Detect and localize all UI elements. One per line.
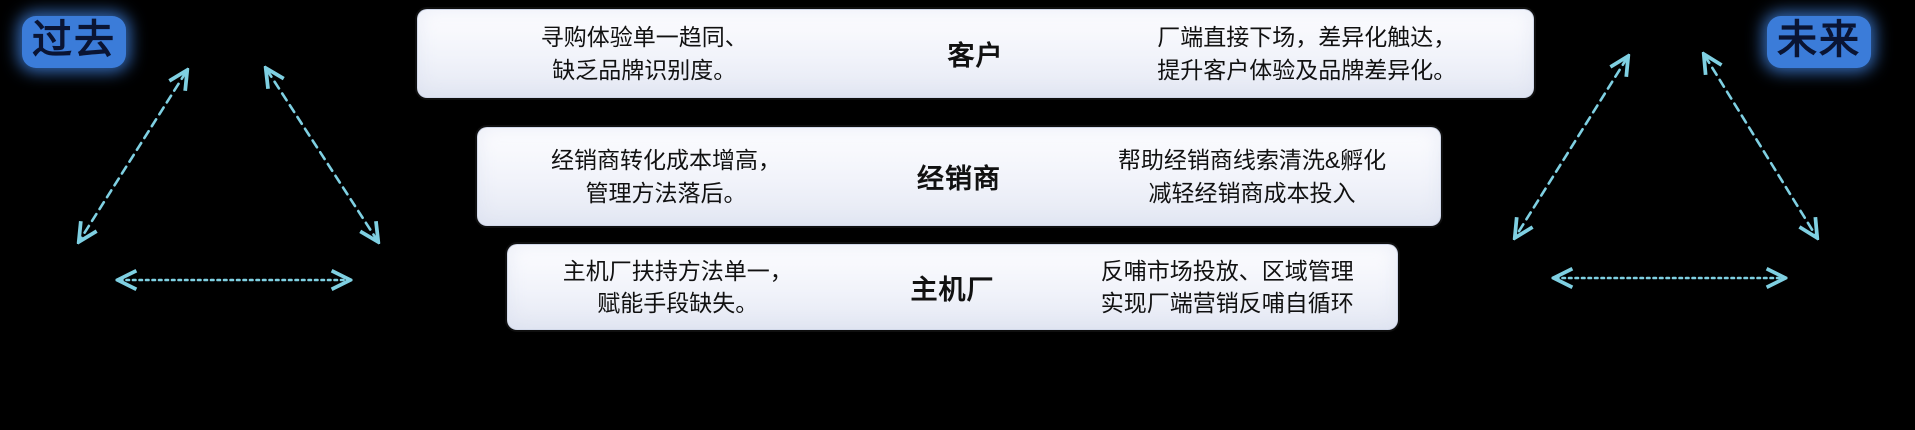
past-issue-text: 寻购体验单一趋同、 缺乏品牌识别度。 [540,24,748,83]
past-label: 过去 [22,16,126,68]
card-customer: 寻购体验单一趋同、 缺乏品牌识别度。 客户 厂端直接下场，差异化触达， 提升客户… [417,9,1534,98]
future-benefit-text: 反哺市场投放、区域管理 实现厂端营销反哺自循环 [1100,257,1354,316]
card-oem: 主机厂扶持方法单一， 赋能手段缺失。 主机厂 反哺市场投放、区域管理 实现厂端营… [507,244,1398,330]
future-benefit-text: 帮助经销商线索清洗&孵化 减轻经销商成本投入 [1117,147,1387,206]
past-triangle [80,70,377,280]
future-triangle [1516,56,1816,278]
entity-label: 经销商 [917,164,1001,194]
double-arrow-line [1705,56,1816,236]
card-dealer: 经销商转化成本增高， 管理方法落后。 经销商 帮助经销商线索清洗&孵化 减轻经销… [477,127,1441,226]
past-issue-text: 经销商转化成本增高， 管理方法落后。 [551,147,781,206]
past-issue-text: 主机厂扶持方法单一， 赋能手段缺失。 [562,257,793,316]
future-label: 未来 [1767,16,1871,68]
future-benefit-text: 厂端直接下场，差异化触达， 提升客户体验及品牌差异化。 [1157,24,1457,83]
double-arrow-line [267,70,377,240]
entity-label: 客户 [947,41,1004,71]
entity-label: 主机厂 [910,274,995,305]
double-arrow-line [80,72,186,240]
